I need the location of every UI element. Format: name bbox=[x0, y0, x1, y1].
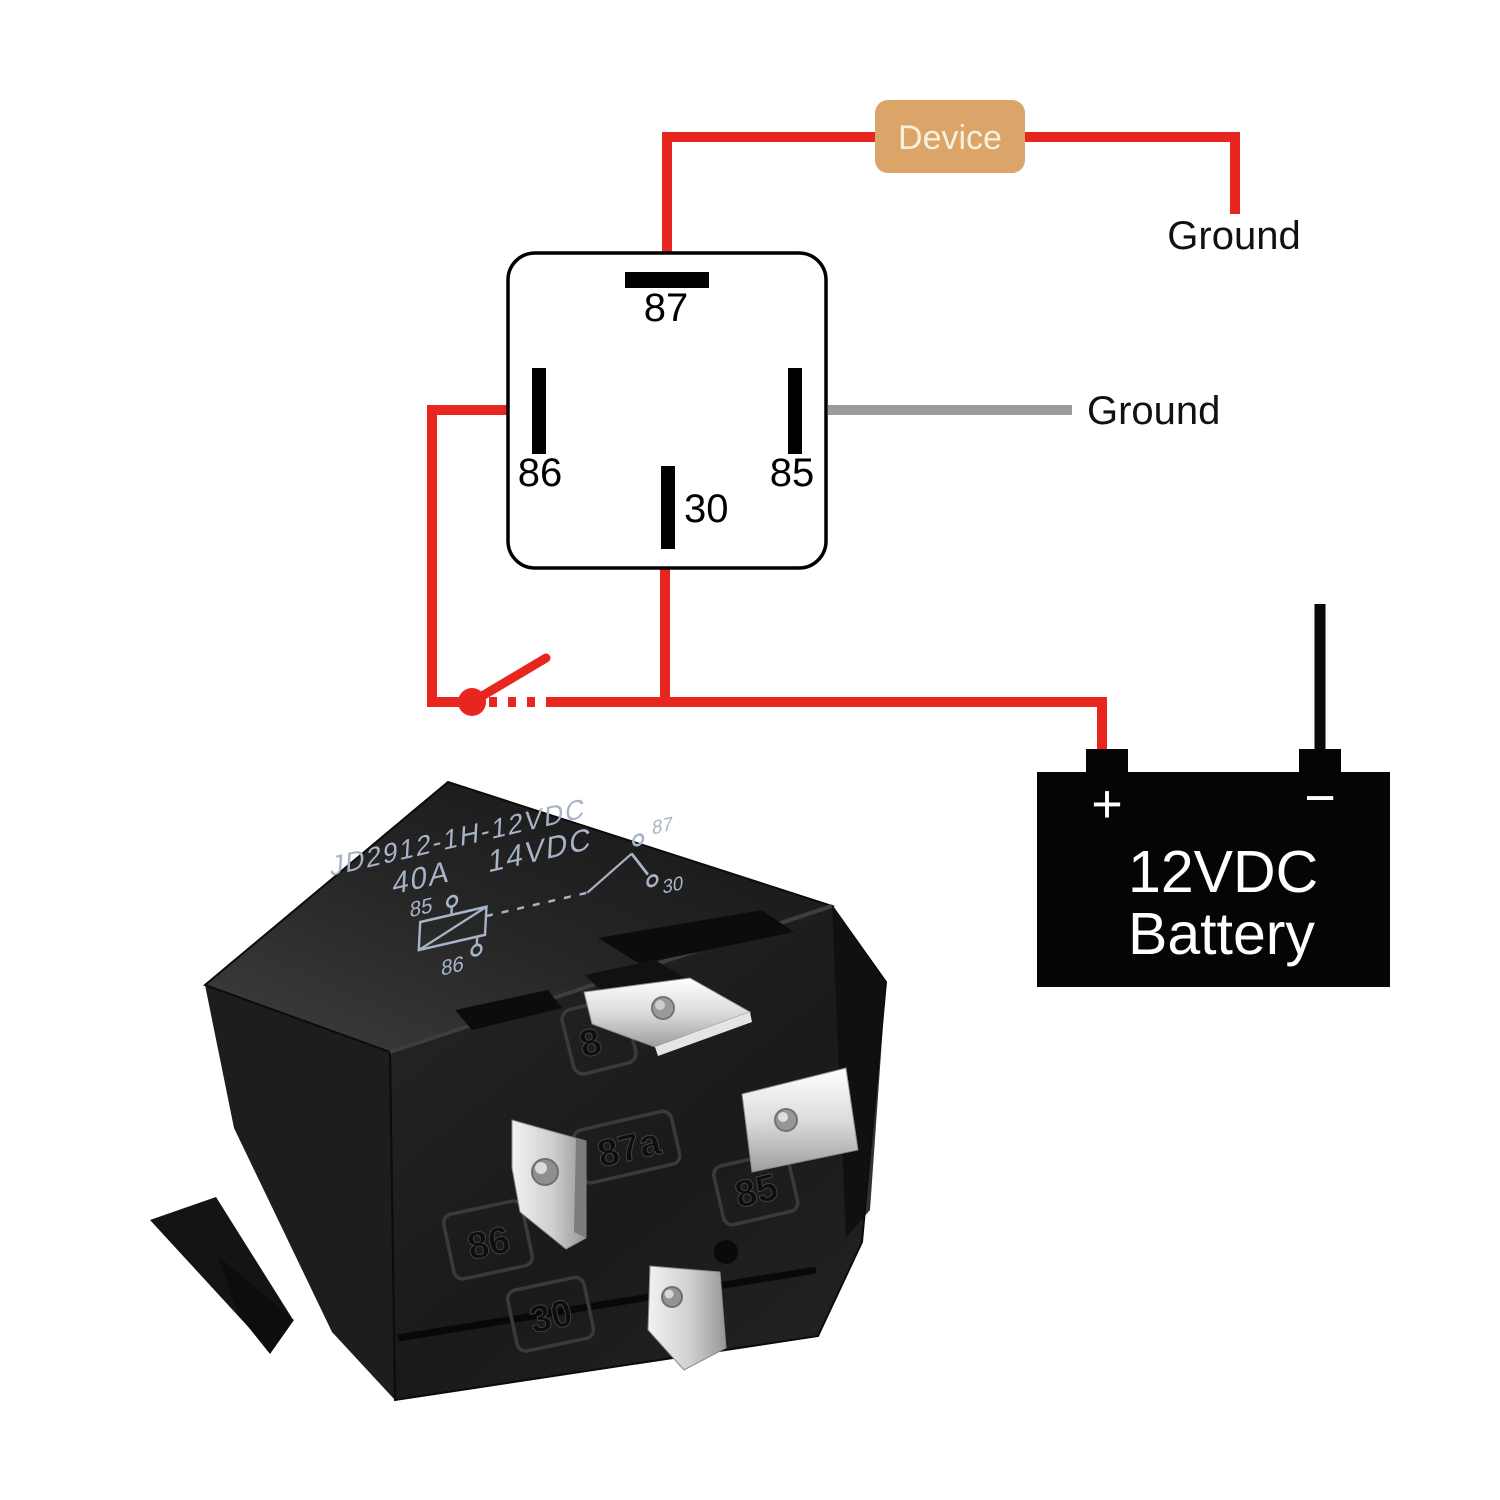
device-label: Device bbox=[898, 119, 1002, 157]
red-wires bbox=[427, 132, 1240, 752]
terminal-87-edge bbox=[655, 1012, 752, 1056]
relay-mounting-tab-under bbox=[218, 1256, 294, 1354]
battery-minus-sign: − bbox=[1304, 768, 1336, 828]
terminal-label-30: 30 bbox=[505, 1275, 596, 1353]
svg-text:85: 85 bbox=[731, 1166, 782, 1216]
terminal-87a-edge bbox=[574, 1138, 586, 1238]
terminal-87 bbox=[583, 960, 752, 1056]
wire-87-to-device bbox=[662, 132, 875, 258]
switch-pivot-dot bbox=[458, 688, 486, 716]
ground-label-top: Ground bbox=[1167, 214, 1300, 258]
wire-device-to-ground bbox=[1022, 132, 1240, 214]
terminal-label-85: 85 bbox=[712, 1150, 800, 1227]
device-box: Device bbox=[875, 100, 1025, 173]
relay-top-mini-schematic: 85 86 87 30 bbox=[409, 813, 684, 981]
battery-plus-sign: + bbox=[1091, 774, 1123, 834]
battery-body bbox=[1037, 772, 1390, 987]
terminal-85 bbox=[741, 1067, 859, 1173]
switch-arm bbox=[467, 653, 551, 707]
mini-pin-86: 86 bbox=[441, 951, 465, 981]
front-face-pin-hole bbox=[714, 1240, 738, 1264]
terminal-87a-hole-shine bbox=[535, 1162, 547, 1174]
pin-30-bar bbox=[661, 466, 675, 549]
terminal-85-blade bbox=[741, 1067, 859, 1173]
pin-30-label: 30 bbox=[684, 487, 729, 531]
wire-86-to-switch bbox=[427, 405, 513, 707]
relay-right-rim bbox=[832, 906, 886, 1238]
battery-label-line1: 12VDC bbox=[1128, 839, 1318, 905]
pin-85-label: 85 bbox=[770, 451, 815, 495]
relay-schematic-box: 87 86 85 30 bbox=[506, 251, 828, 570]
wire-switch-to-battery bbox=[553, 697, 1107, 752]
battery-label-line2: Battery bbox=[1128, 901, 1315, 967]
terminal-label-86: 86 bbox=[441, 1199, 535, 1281]
terminal-slot-top bbox=[598, 910, 794, 964]
ground-label-right: Ground bbox=[1087, 389, 1220, 433]
terminal-87-clip bbox=[585, 960, 692, 996]
mini-pin-30: 30 bbox=[662, 872, 684, 899]
pin-85-bar bbox=[788, 368, 802, 454]
terminal-slot-left bbox=[455, 990, 562, 1030]
pin-87-label: 87 bbox=[644, 286, 689, 330]
terminal-87a bbox=[511, 1119, 587, 1250]
svg-text:86: 86 bbox=[464, 1219, 514, 1269]
terminal-30-hole-shine bbox=[664, 1289, 674, 1299]
relay-left-face bbox=[205, 985, 395, 1400]
relay-cover-seam bbox=[397, 1266, 817, 1342]
pin-87-bar bbox=[625, 272, 709, 288]
svg-text:30: 30 bbox=[526, 1292, 576, 1342]
mini-pin-85: 85 bbox=[409, 893, 433, 923]
terminal-85-hole-shine bbox=[778, 1112, 788, 1122]
device-box-rect bbox=[875, 100, 1025, 173]
mini-pin-87: 87 bbox=[652, 813, 674, 840]
relay-photo: JD2912-1H-12VDC 40A 14VDC 85 86 87 30 bbox=[150, 780, 888, 1402]
pin-86-bar bbox=[532, 368, 546, 454]
relay-outline bbox=[506, 251, 828, 570]
terminal-87-hole-shine bbox=[655, 1000, 665, 1010]
battery: + − 12VDC Battery bbox=[1037, 749, 1390, 987]
terminal-30 bbox=[647, 1265, 727, 1371]
pin-86-label: 86 bbox=[518, 451, 563, 495]
